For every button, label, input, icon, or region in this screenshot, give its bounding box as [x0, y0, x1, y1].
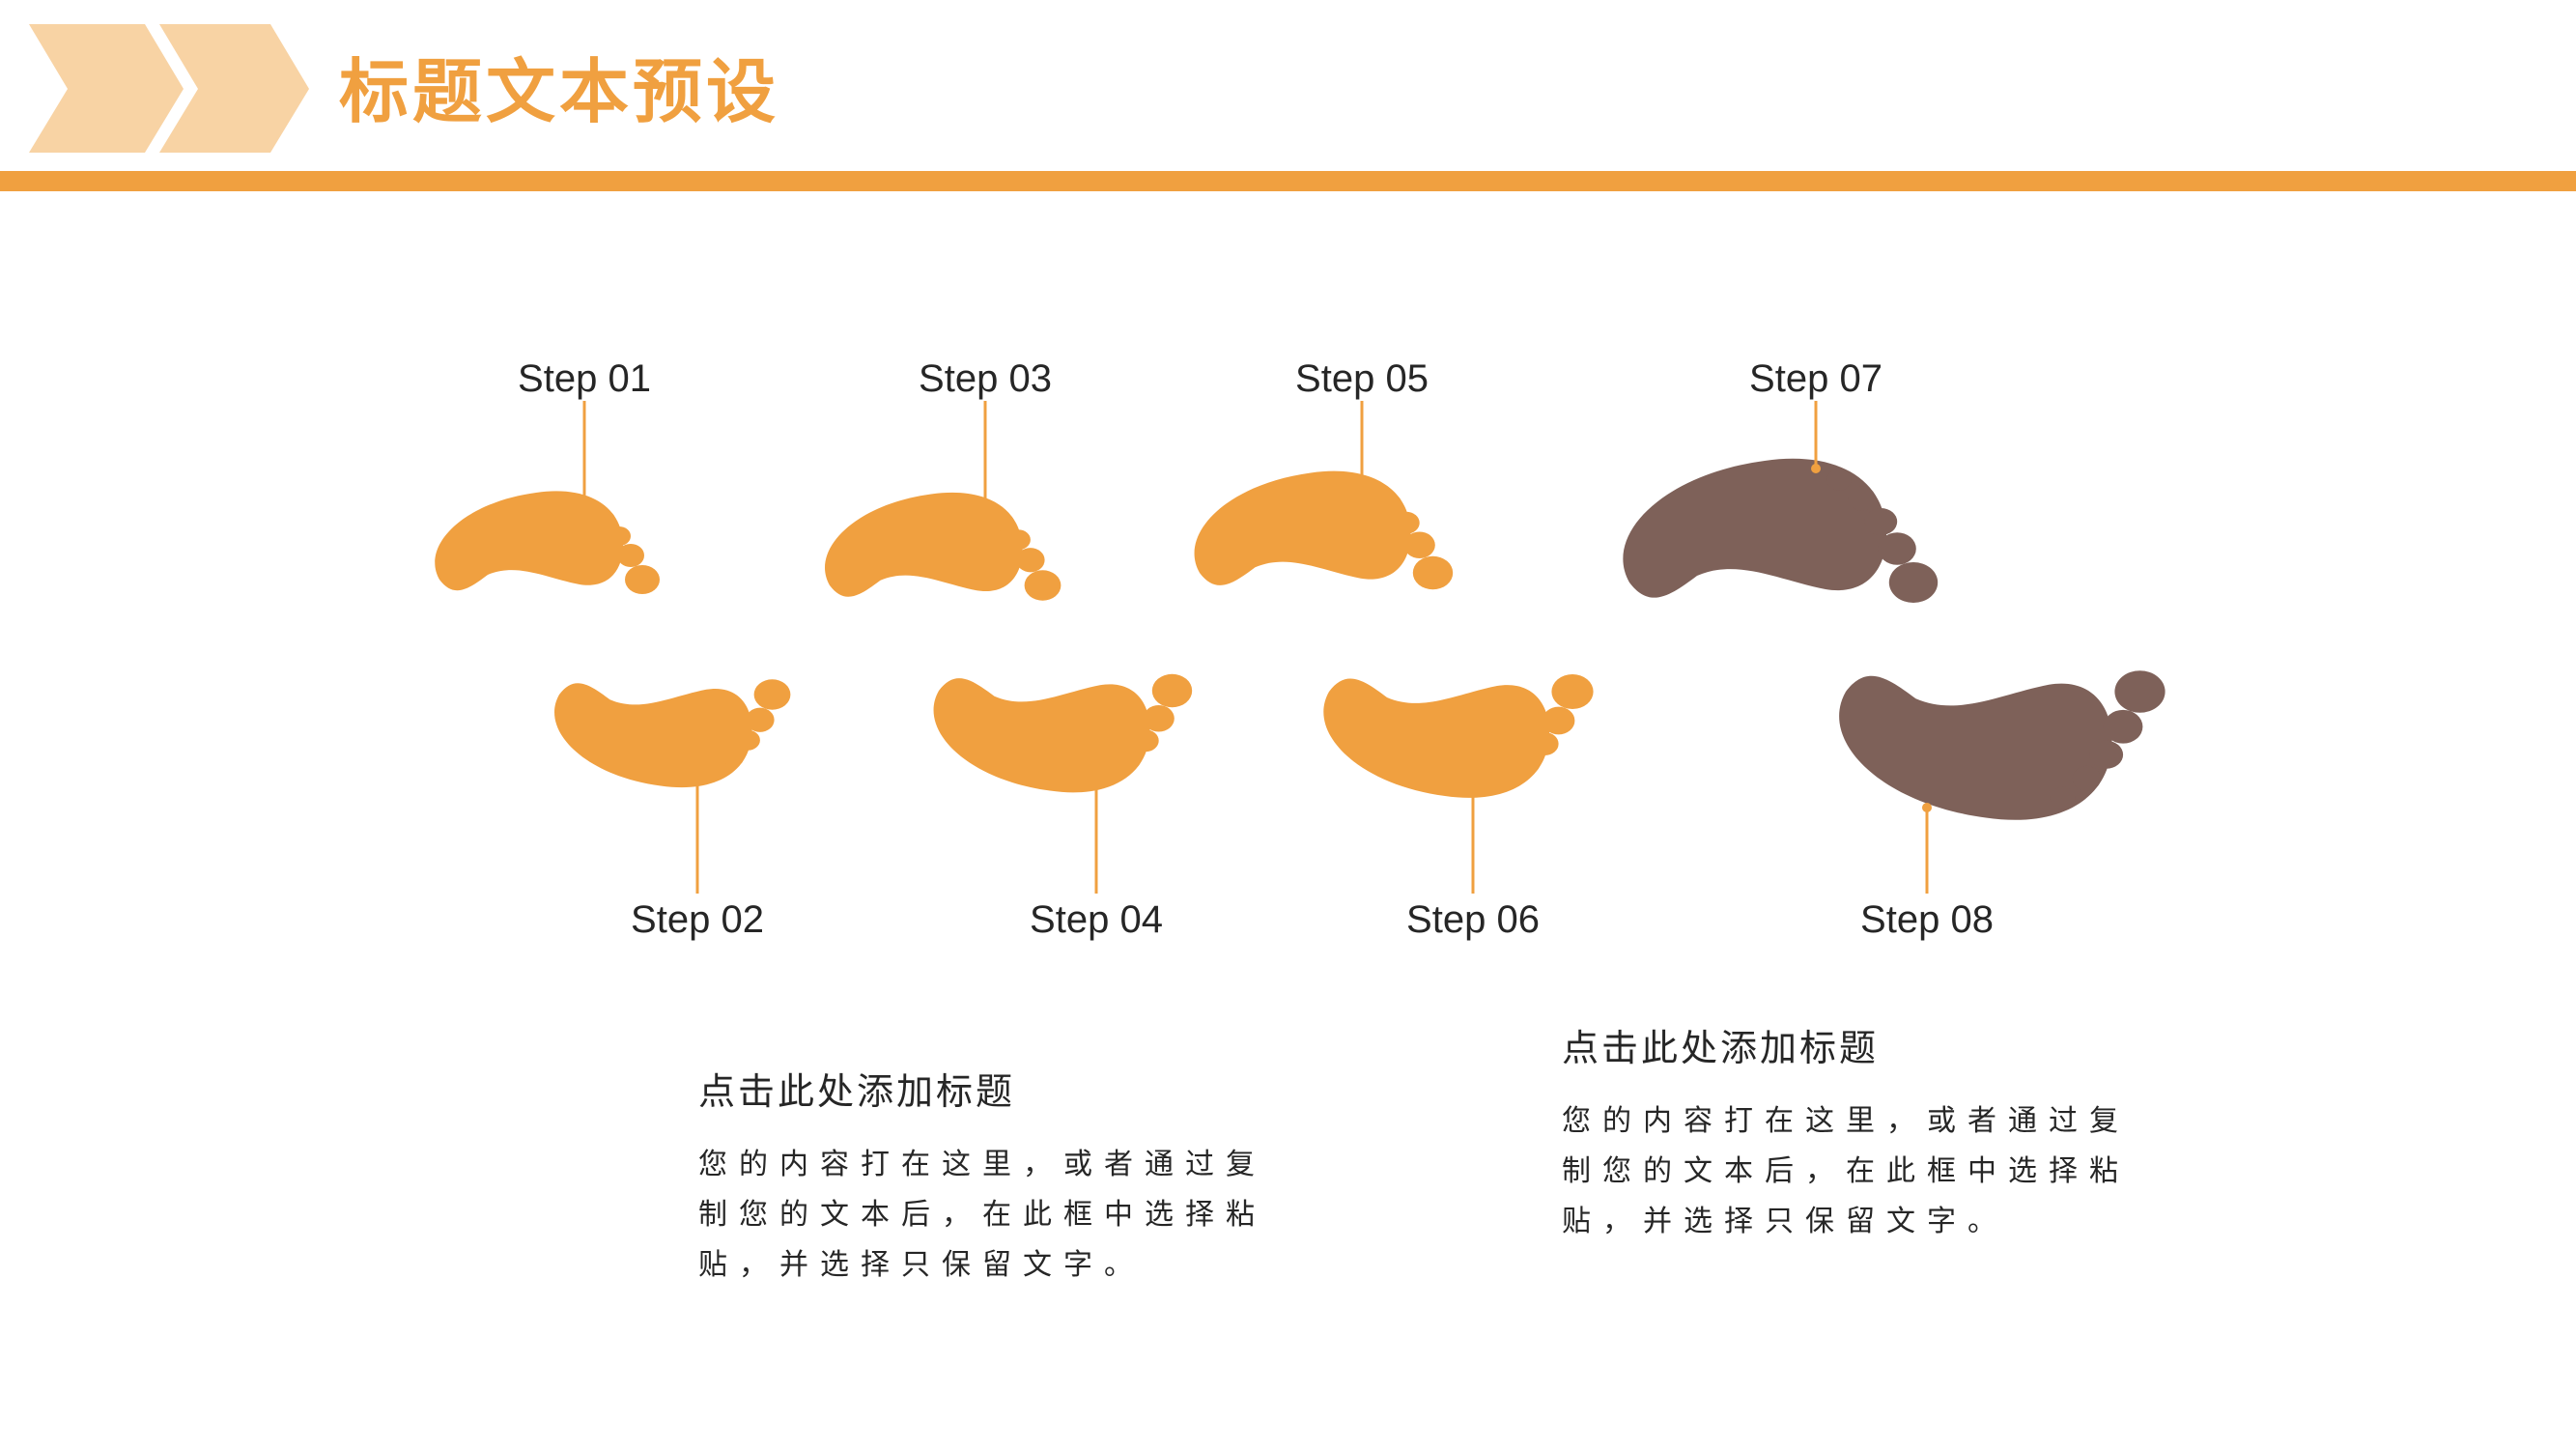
step-connector-dot [1091, 776, 1101, 785]
text-block-left: 点击此处添加标题 您的内容打在这里，或者通过复制您的文本后，在此框中选择粘贴，并… [698, 1063, 1278, 1291]
step-label[interactable]: Step 07 [1749, 357, 1882, 400]
step-label[interactable]: Step 04 [1030, 898, 1163, 941]
step-connector-dot [580, 500, 589, 510]
header-divider [0, 171, 2576, 191]
step-connector-dot [1922, 803, 1932, 812]
step-connector-dot [980, 500, 990, 510]
footprint-icon [825, 492, 1062, 601]
footprint-icon [554, 679, 791, 788]
footprint-icon [435, 491, 660, 594]
step-connector-dot [1468, 782, 1478, 792]
block-heading[interactable]: 点击此处添加标题 [1562, 1027, 1880, 1069]
step-label[interactable]: Step 06 [1406, 898, 1540, 941]
step-connector-dot [1811, 464, 1821, 473]
footprint-icon [1623, 458, 1939, 603]
step-label[interactable]: Step 05 [1295, 357, 1429, 400]
header-chevron-icon [29, 24, 309, 153]
block-body[interactable]: 您的内容打在这里，或者通过复制您的文本后，在此框中选择粘贴，并选择只保留文字。 [698, 1148, 1266, 1282]
step-connector-dot [1357, 478, 1367, 488]
block-body[interactable]: 您的内容打在这里，或者通过复制您的文本后，在此框中选择粘贴，并选择只保留文字。 [1562, 1104, 2130, 1238]
footprints-diagram: Step 01 Step 02 Step 03 Step 04 Step 05 Step … [435, 357, 2166, 941]
footprint-icon [1839, 670, 2166, 820]
footprint-icon [933, 673, 1193, 793]
step-label[interactable]: Step 02 [631, 898, 764, 941]
text-block-right: 点击此处添加标题 您的内容打在这里，或者通过复制您的文本后，在此框中选择粘贴，并… [1562, 1019, 2141, 1247]
page-title: 标题文本预设 [339, 51, 780, 132]
step-label[interactable]: Step 03 [919, 357, 1052, 400]
footprint-icon [1194, 470, 1454, 590]
step-label[interactable]: Step 08 [1860, 898, 1994, 941]
block-heading[interactable]: 点击此处添加标题 [698, 1070, 1016, 1113]
step-label[interactable]: Step 01 [518, 357, 651, 400]
footprint-icon [1323, 674, 1594, 798]
step-connector-dot [693, 758, 702, 768]
